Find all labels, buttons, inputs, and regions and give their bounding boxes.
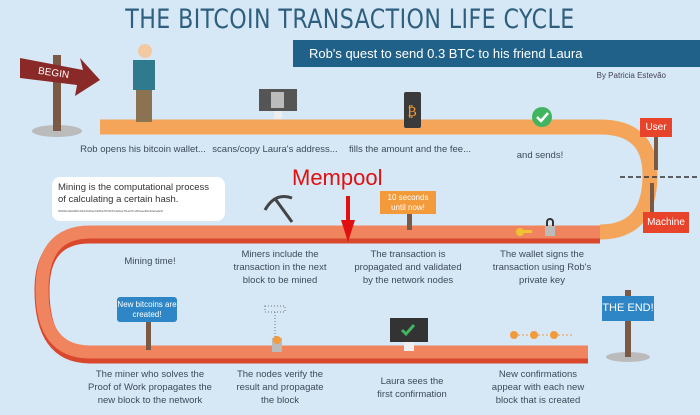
rob-avatar [133,44,155,122]
qr-monitor-icon [259,89,297,119]
machine-sign: Machine [643,212,689,233]
author: By Patricia Estevão [596,71,666,80]
step-caption: and sends! [516,150,564,161]
laura-monitor-icon [390,318,428,351]
bubble-text: Mining is the computational process of c… [58,182,210,205]
step-caption: Rob opens his bitcoin wallet... [80,144,206,155]
step-caption: New confirmations appear with each new b… [491,369,585,406]
lower-road [35,225,600,359]
step-caption: The transaction is propagated and valida… [354,249,462,286]
new-bitcoins-sign: New bitcoins are created! [117,297,177,322]
check-icon [532,107,552,127]
step-caption: The nodes verify the result and propagat… [236,369,324,406]
svg-text:₿: ₿ [407,104,417,120]
step-caption: The miner who solves the Proof of Work p… [88,369,212,406]
new-bitcoins-sign-post [146,320,151,350]
bubble-hash: 00000c3a9d28c1f1d2010ec0189a7879b67de0ae… [58,209,163,213]
pickaxe-icon [263,195,294,223]
step-caption: Mining time! [124,256,176,267]
subtitle-banner: Rob's quest to send 0.3 BTC to his frien… [293,40,700,67]
user-sign-post [654,130,658,170]
mempool-label: Mempool [292,165,383,190]
nodes-icon [264,305,286,352]
user-sign: User [640,118,672,137]
step-caption: Laura sees the first confirmation [377,376,447,400]
mempool-arrow [341,196,355,242]
top-road [100,119,658,240]
begin-sign-post [53,55,61,131]
mining-bubble: Mining is the computational process of c… [52,177,225,221]
step-caption: Miners include the transaction in the ne… [233,249,327,286]
lock-icon [545,218,555,236]
ten-seconds-sign: 10 seconds until now! [380,191,436,214]
key-icon [516,228,532,236]
begin-arrow [20,58,100,96]
machine-sign-post [650,183,654,228]
phone-bitcoin-icon: ₿ [404,92,421,128]
end-sign: THE END! [602,296,654,321]
chain-icon [510,331,572,339]
page-title: THE BITCOIN TRANSACTION LIFE CYCLE [125,4,575,35]
step-caption: fills the amount and the fee... [349,144,471,155]
step-caption: The wallet signs the transaction using R… [492,249,592,286]
step-caption: scans/copy Laura's address... [212,144,338,155]
ten-seconds-sign-post [407,212,412,230]
end-sign-post [625,290,631,357]
